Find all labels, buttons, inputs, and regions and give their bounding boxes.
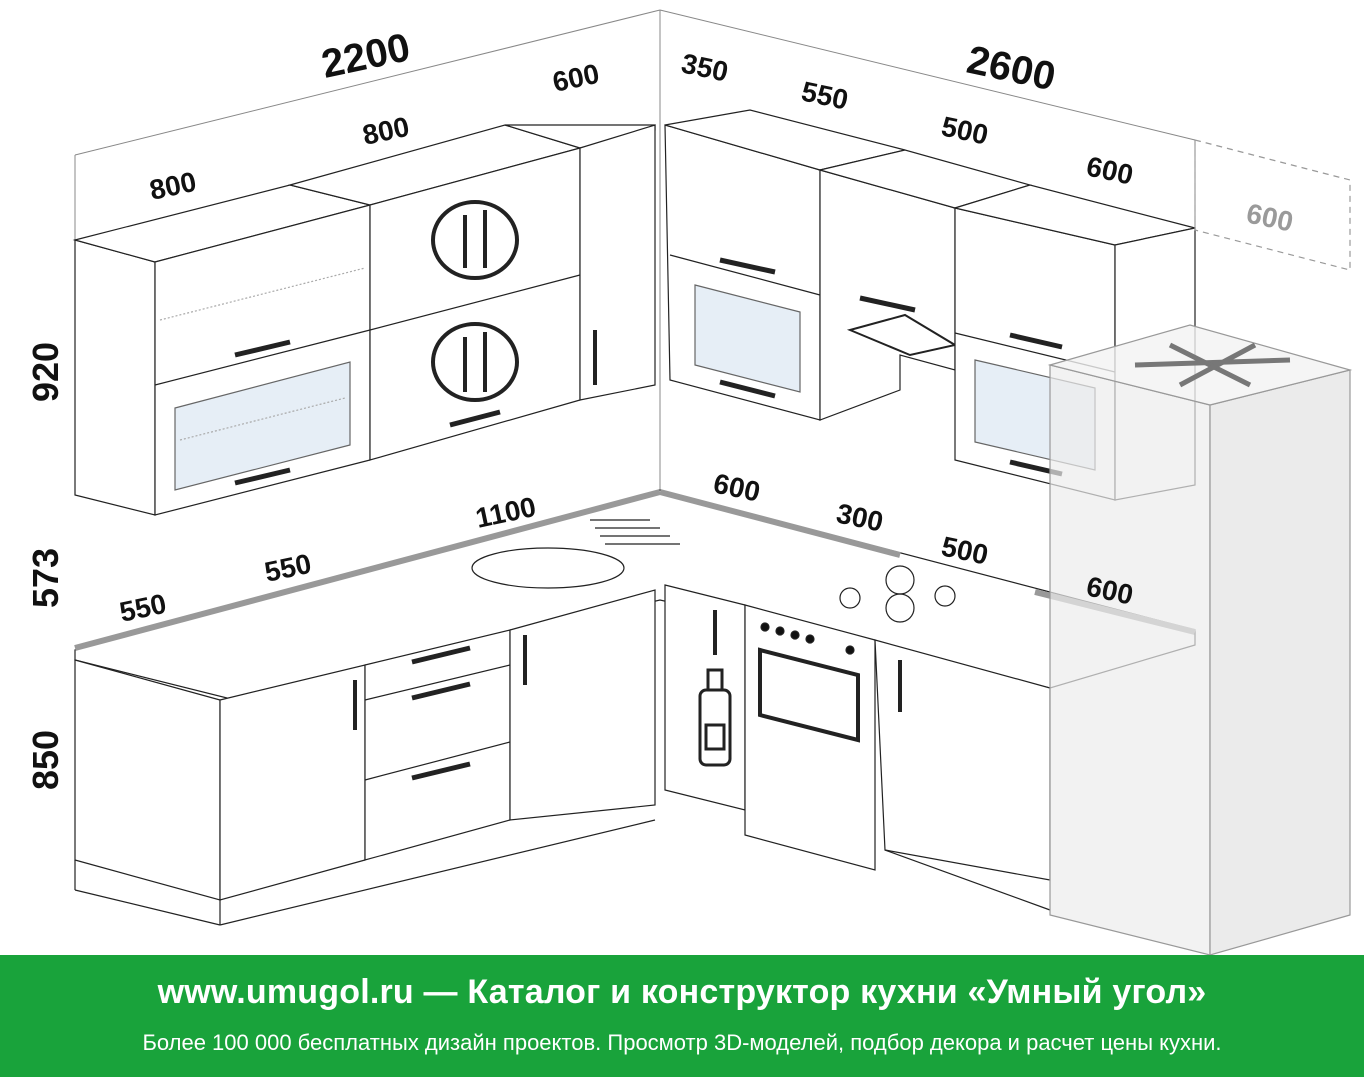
upper-cabinet-right-1 [664, 109, 906, 421]
dim-wall-left-total: 2200 [318, 25, 414, 87]
glass-panel [694, 284, 801, 393]
sink-icon [471, 547, 625, 589]
dim-upper-left-2: 800 [360, 111, 412, 151]
dim-upper-corner-left: 600 [550, 58, 602, 98]
bottle-icon [698, 668, 732, 767]
dim-height-gap: 573 [25, 548, 66, 608]
dim-base-right-2: 300 [834, 498, 886, 538]
glass-panel [174, 361, 351, 491]
snowflake-icon [1134, 342, 1291, 388]
cutlery-icon [431, 200, 519, 280]
dim-upper-right-3: 500 [939, 111, 991, 151]
dim-upper-right-4: 600 [1084, 151, 1136, 191]
upper-corner-cabinet [504, 124, 656, 401]
dim-upper-right-1: 350 [679, 48, 731, 88]
cutlery-icon [431, 322, 519, 402]
dim-upper-right-2: 550 [799, 76, 851, 116]
oven-door [758, 647, 860, 743]
dim-base-right-1: 600 [711, 468, 763, 508]
base-cabinets-left [74, 589, 656, 926]
upper-cabinet-left-1 [72, 184, 371, 516]
dim-base-left-1: 550 [117, 588, 169, 628]
drainboard [590, 519, 680, 545]
base-cabinets-right [664, 584, 1051, 911]
dim-base-left-2: 550 [262, 548, 314, 588]
dim-height-upper: 920 [25, 342, 66, 402]
stove-knobs [760, 622, 855, 655]
banner-subtitle: Более 100 000 бесплатных дизайн проектов… [142, 1030, 1222, 1055]
dim-fridge-top: 600 [1244, 198, 1296, 238]
fork-knife-icon [463, 210, 487, 392]
kitchen-diagram: 2200 2600 800 800 600 350 550 500 600 60… [25, 9, 1353, 955]
hood-cabinet [817, 149, 1033, 421]
fridge [1047, 139, 1353, 955]
banner-title-link[interactable]: www.umugol.ru — Каталог и конструктор ку… [157, 973, 1207, 1011]
promo-banner: www.umugol.ru — Каталог и конструктор ку… [0, 955, 1364, 1077]
dim-height-base: 850 [25, 730, 66, 790]
dim-wall-right-total: 2600 [963, 38, 1059, 100]
cooktop-icon [839, 565, 956, 623]
upper-cabinet-left-2 [287, 124, 583, 461]
dim-upper-left-1: 800 [147, 166, 199, 206]
